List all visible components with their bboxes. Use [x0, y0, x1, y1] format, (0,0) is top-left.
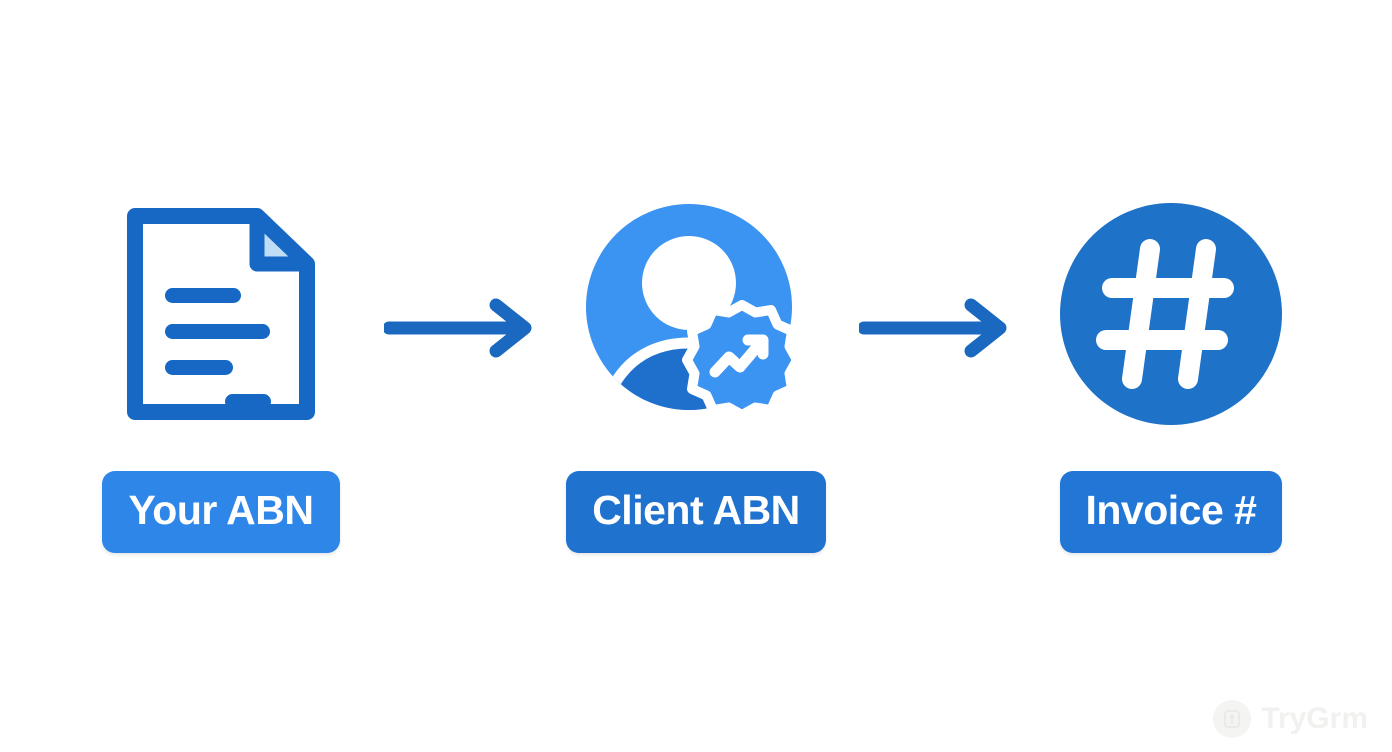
- arrow-head: [964, 298, 1006, 358]
- label-pill-client-abn[interactable]: Client ABN: [566, 471, 826, 553]
- label-pill-your-abn[interactable]: Your ABN: [102, 471, 340, 553]
- document-text-line-3: [165, 360, 233, 375]
- gear-trend-arrowhead-icon: [742, 334, 769, 360]
- user-verified-icon: [586, 204, 802, 420]
- arrow-right-icon: [383, 298, 531, 358]
- hashtag-circle-icon: [1060, 203, 1282, 425]
- user-verified-icon-container: [581, 199, 811, 429]
- app-badge-glyph: [1224, 710, 1241, 728]
- badge-outline: [1224, 710, 1241, 728]
- hashtag-circle-icon-container: [1056, 199, 1286, 429]
- app-badge-icon: [1213, 700, 1252, 738]
- gear-badge-icon: [682, 300, 802, 420]
- hashtag-circle-background: [1060, 203, 1282, 425]
- flow-step-your-abn: Your ABN: [76, 199, 366, 553]
- gear-check-trend-icon: [709, 335, 768, 378]
- flow-step-client-abn: Client ABN: [551, 199, 841, 553]
- document-icon-container: [106, 199, 336, 429]
- arrow-head: [489, 298, 531, 358]
- watermark-text: TryGrm: [1261, 702, 1368, 735]
- hashtag-glyph: [1096, 239, 1234, 389]
- label-pill-invoice-number[interactable]: Invoice #: [1059, 471, 1283, 553]
- document-text-line-4: [225, 394, 271, 409]
- connector-arrow-2: [841, 298, 1026, 358]
- document-text-line-2: [165, 324, 270, 339]
- arrow-right-icon: [858, 298, 1006, 358]
- badge-dot: [1229, 714, 1235, 720]
- document-icon: [127, 208, 315, 420]
- watermark: TryGrm: [1213, 700, 1368, 738]
- document-fold-corner-icon: [249, 208, 315, 272]
- connector-arrow-1: [366, 298, 551, 358]
- document-text-line-1: [165, 288, 241, 303]
- flow-step-invoice-number: Invoice #: [1026, 199, 1316, 553]
